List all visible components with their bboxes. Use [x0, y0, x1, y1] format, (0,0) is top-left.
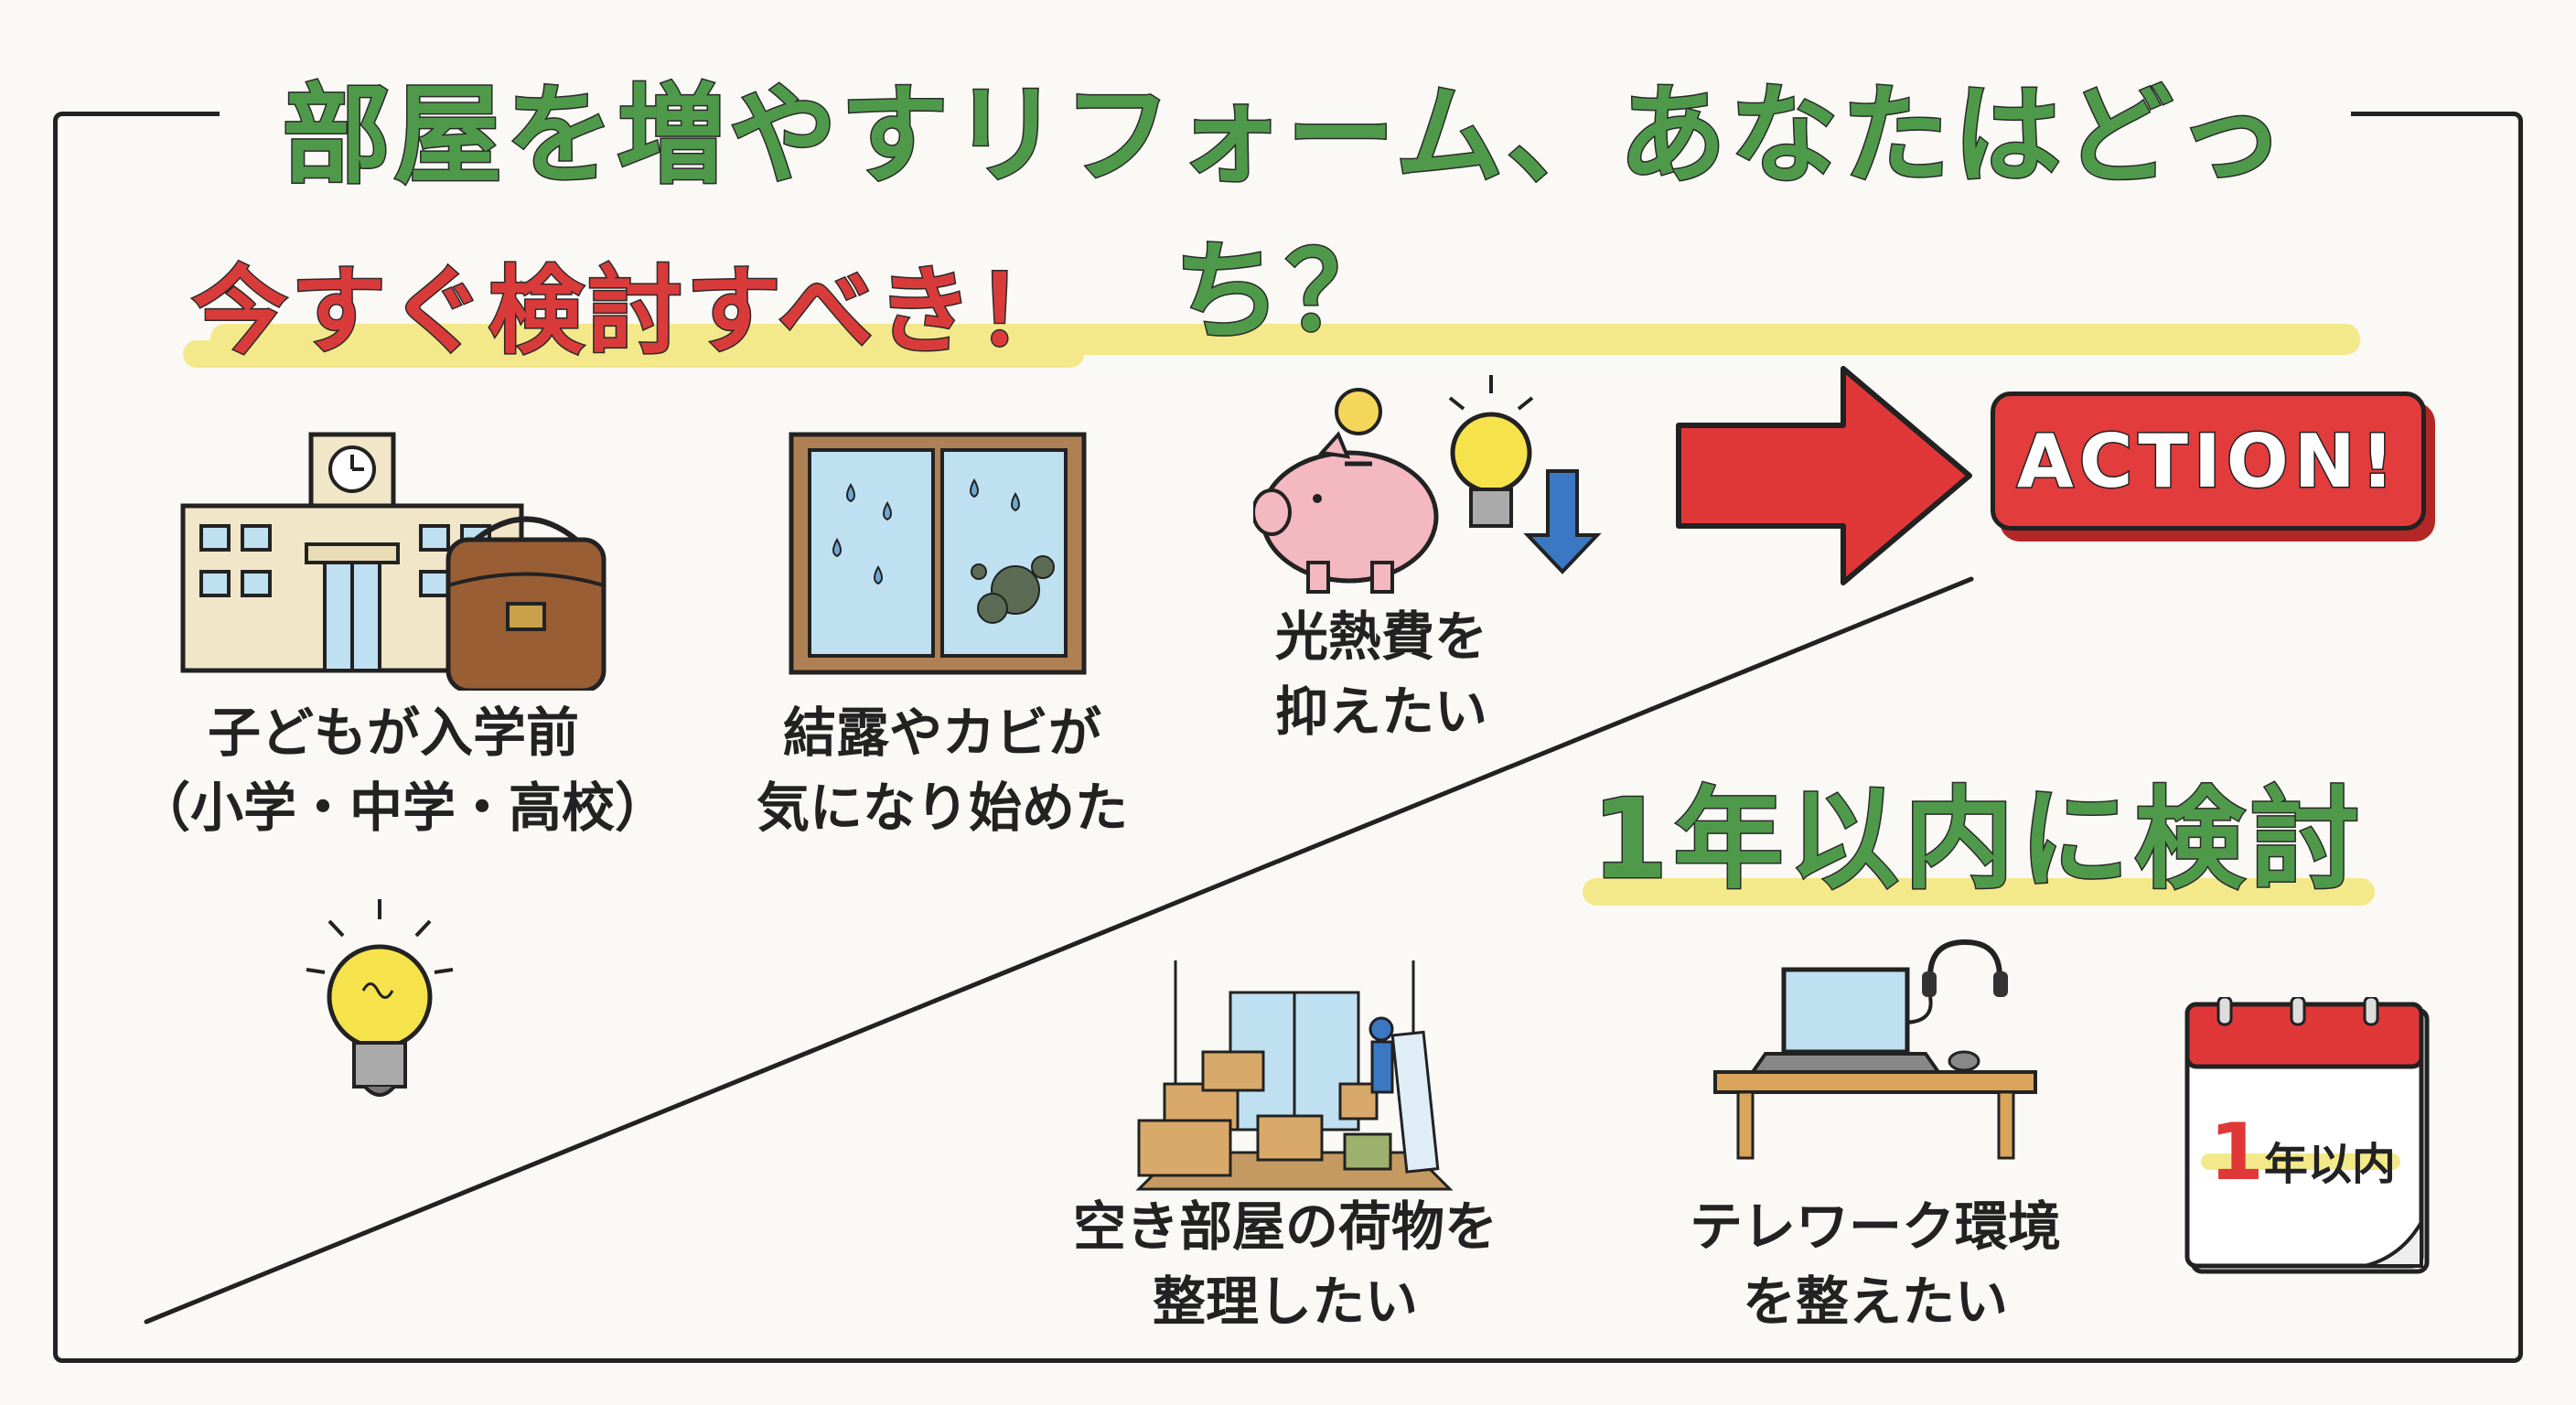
- caption-piggy-line2: 抑えたい: [1274, 681, 1487, 743]
- caption-school-line2: （小学・中学・高校）: [137, 777, 669, 839]
- calendar-graphic: [2184, 997, 2430, 1274]
- caption-boxes-line2: 整理したい: [1152, 1271, 1418, 1333]
- caption-window: 結露やカビが 気になり始めた: [714, 695, 1171, 845]
- year-heading: 1年以内に検討: [1583, 750, 2375, 909]
- calendar-text: 年以内: [2263, 1139, 2396, 1190]
- caption-telework-line1: テレワーク環境: [1689, 1196, 2061, 1258]
- action-button[interactable]: ACTION!: [1991, 391, 2426, 531]
- caption-boxes: 空き部屋の荷物を 整理したい: [1020, 1189, 1551, 1339]
- calendar-icon: 1年以内: [2182, 997, 2438, 1281]
- caption-boxes-line1: 空き部屋の荷物を: [1072, 1196, 1497, 1258]
- condensation-window-icon: [789, 432, 1087, 675]
- now-heading: 今すぐ検討すべき！: [183, 233, 1084, 371]
- caption-piggy: 光熱費を 抑えたい: [1217, 599, 1546, 749]
- caption-school-line1: 子どもが入学前: [207, 702, 579, 764]
- year-heading-text: 1年以内に検討: [1591, 776, 2366, 906]
- lightbulb-icon: [306, 899, 454, 1097]
- page-title-text: 部屋を増やすリフォーム、あなたはどっち？: [281, 71, 2289, 357]
- title-container: 部屋を増やすリフォーム、あなたはどっち？: [210, 37, 2360, 357]
- telework-desk-icon: [1713, 938, 2037, 1160]
- action-button-label: ACTION!: [2015, 417, 2400, 505]
- page-title: 部屋を増やすリフォーム、あなたはどっち？: [210, 48, 2360, 360]
- caption-school: 子どもが入学前 （小学・中学・高校）: [137, 695, 669, 845]
- caption-window-line2: 気になり始めた: [756, 777, 1128, 839]
- caption-telework: テレワーク環境 を整えたい: [1628, 1189, 2122, 1339]
- right-arrow-icon: [1676, 366, 1972, 585]
- caption-piggy-line1: 光熱費を: [1274, 606, 1487, 668]
- school-building-icon: [180, 432, 606, 691]
- boxes-room-icon: [1135, 960, 1454, 1191]
- calendar-label: 1年以内: [2209, 1107, 2396, 1198]
- caption-window-line1: 結露やカビが: [782, 702, 1101, 764]
- caption-telework-line2: を整えたい: [1742, 1271, 2008, 1333]
- now-heading-text: 今すぐ検討すべき！: [191, 254, 1075, 369]
- calendar-number: 1: [2209, 1107, 2264, 1198]
- piggy-bank-icon: [1253, 375, 1602, 594]
